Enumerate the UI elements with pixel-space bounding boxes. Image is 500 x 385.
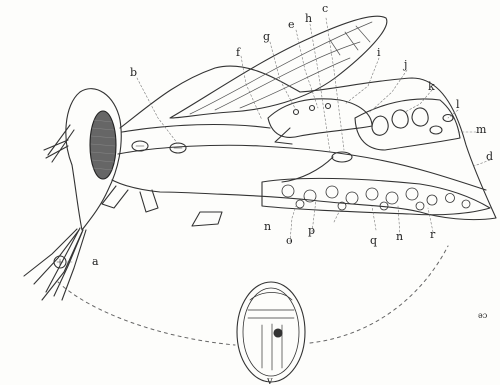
label-a: a <box>92 255 99 268</box>
label-v: v <box>266 376 273 385</box>
label-p: p <box>308 224 315 237</box>
midgut-lower <box>262 178 490 214</box>
lifecycle-arrows <box>58 246 448 345</box>
midgut-upper <box>355 99 460 150</box>
label-n-2: n <box>396 230 403 243</box>
label-i: i <box>377 46 381 59</box>
label-n: n <box>264 220 271 233</box>
label-b: b <box>130 66 137 79</box>
label-c: c <box>322 2 328 15</box>
label-d: d <box>486 150 493 163</box>
egg-v <box>237 282 305 382</box>
label-f: f <box>236 46 241 59</box>
label-l: l <box>456 98 460 111</box>
corner-mark: ǝɔ <box>478 311 488 320</box>
label-r: r <box>430 228 436 241</box>
label-k: k <box>428 80 435 93</box>
head <box>24 89 121 300</box>
label-h: h <box>305 12 312 25</box>
label-q: q <box>370 234 377 247</box>
label-g: g <box>263 30 270 43</box>
label-j: j <box>402 58 407 71</box>
label-o: o <box>286 234 293 247</box>
label-e: e <box>288 18 295 31</box>
salivary-gland <box>268 99 372 182</box>
label-m: m <box>476 123 487 136</box>
